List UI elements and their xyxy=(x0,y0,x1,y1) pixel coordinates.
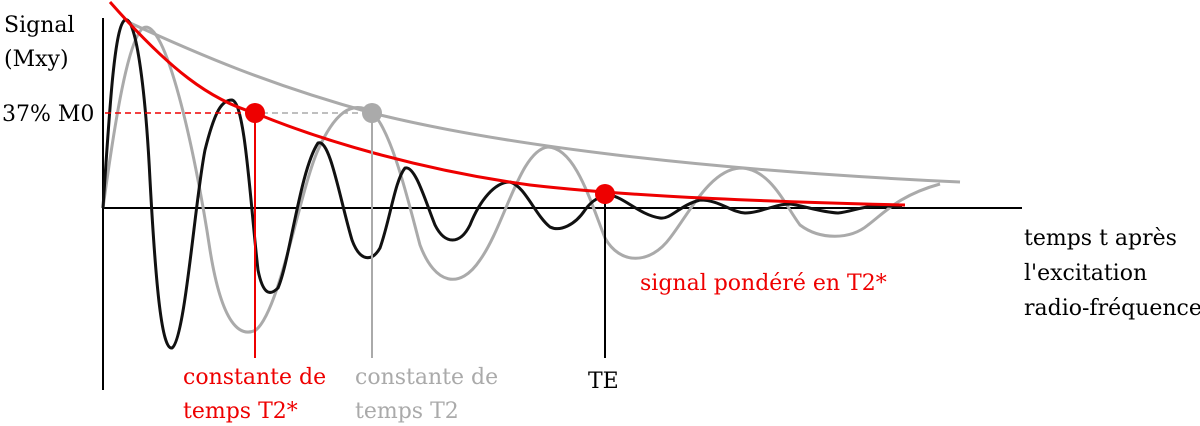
t2-constant-label-line2: temps T2 xyxy=(355,399,459,424)
t2star-constant-label-line2: temps T2* xyxy=(183,399,298,424)
t2star-constant-label-line1: constante de xyxy=(183,365,326,390)
x-axis-label-line1: temps t après xyxy=(1024,226,1177,251)
te-marker xyxy=(595,184,615,204)
t2-constant-label-line1: constante de xyxy=(355,365,498,390)
t2-envelope-curve xyxy=(127,20,961,184)
te-label: TE xyxy=(588,369,619,394)
level-37-label: 37% M0 xyxy=(2,102,94,127)
t2-marker xyxy=(362,103,382,123)
x-axis-label-line2: l'excitation xyxy=(1024,261,1147,286)
y-axis-label-line1: Signal xyxy=(4,13,75,38)
y-axis-label-line2: (Mxy) xyxy=(4,47,69,72)
t2star-marker xyxy=(245,103,265,123)
t2star-envelope-curve xyxy=(108,1,906,207)
t2star-oscillating-signal xyxy=(101,18,903,350)
x-axis-label-line3: radio-fréquence xyxy=(1024,296,1200,321)
weighted-signal-label: signal pondéré en T2* xyxy=(640,271,887,296)
t2-oscillating-signal xyxy=(101,25,941,334)
